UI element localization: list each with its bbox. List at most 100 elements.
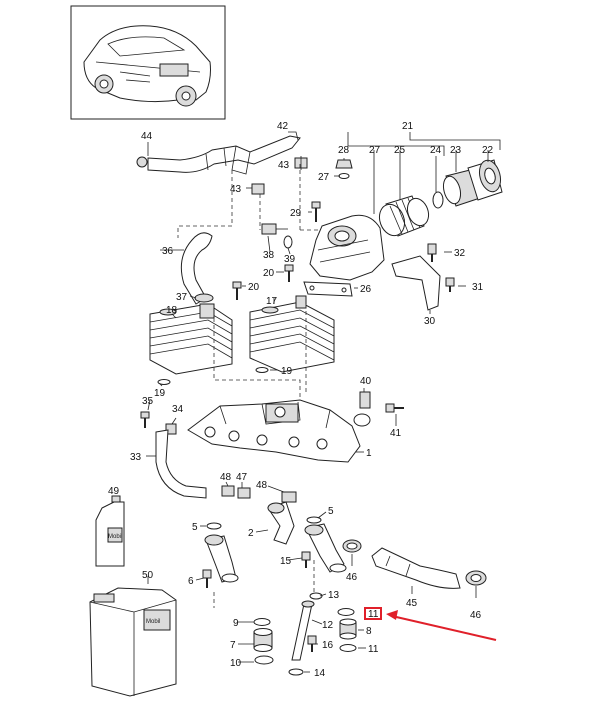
cap-37: [194, 293, 214, 303]
clamp-43-lower: [251, 183, 265, 195]
callout-13: 13: [328, 590, 340, 601]
highlight-arrow-icon: [386, 610, 497, 641]
oil-bottle-49: [95, 495, 125, 567]
callout-30: 30: [424, 316, 436, 327]
callout-41: 41: [390, 428, 402, 439]
callout-19-b: 19: [281, 366, 293, 377]
seal-27-upper: [338, 173, 350, 179]
callout-48-b: 48: [256, 480, 268, 491]
callout-29: 29: [290, 208, 302, 219]
seal-19-b: [255, 367, 269, 373]
callout-32: 32: [454, 248, 466, 259]
seal-14: [288, 668, 304, 676]
callout-1: 1: [366, 448, 372, 459]
callout-5-a: 5: [192, 522, 198, 533]
oil-cooler-18: [149, 303, 233, 375]
seal-24: [432, 191, 444, 209]
seal-11-upper: [337, 608, 355, 616]
highlight-marker: [364, 607, 497, 641]
callout-5-b: 5: [328, 506, 334, 517]
callout-46-b: 46: [470, 610, 482, 621]
bolt-6: [202, 569, 212, 588]
seal-39: [283, 235, 293, 249]
sensor-38: [261, 223, 288, 235]
clamp-34: [165, 423, 177, 435]
seal-10: [254, 655, 274, 665]
callout-27: 27: [369, 145, 381, 156]
hose-36: [180, 232, 213, 305]
bolt-15: [301, 551, 311, 568]
clamp-46-a: [342, 539, 362, 553]
callout-49: 49: [108, 486, 120, 497]
leader-lines: [146, 131, 501, 673]
callout-35: 35: [142, 396, 154, 407]
callout-25: 25: [394, 145, 406, 156]
bolt-20-a: [232, 281, 242, 300]
callout-16: 16: [322, 640, 334, 651]
elbow-right: [304, 523, 347, 573]
hose-45: [371, 547, 461, 589]
callout-36: 36: [162, 246, 174, 257]
clamp-46-b: [465, 570, 487, 586]
callout-11-lower: 11: [368, 644, 379, 655]
fitting-8: [339, 618, 357, 640]
oil-pump-base-1: [187, 399, 361, 463]
hose-33: [155, 429, 207, 499]
bolt-35: [140, 411, 150, 428]
callout-27-upper: 27: [318, 172, 330, 183]
bottle-brand-label: Mobil: [108, 534, 122, 540]
seal-5-a: [206, 522, 222, 530]
callout-45: 45: [406, 598, 418, 609]
clamp-48-a: [221, 485, 235, 497]
seal-9: [253, 618, 271, 626]
callout-24: 24: [430, 145, 442, 156]
callout-22: 22: [482, 145, 494, 156]
callout-6: 6: [188, 576, 194, 587]
callout-43-lower: 43: [230, 184, 242, 195]
seal-19-a: [157, 379, 171, 385]
callout-42: 42: [277, 121, 289, 132]
callout-37: 37: [176, 292, 188, 303]
callout-2: 2: [248, 528, 254, 539]
car-thumbnail-icon: [83, 25, 211, 107]
canister-brand-label: Mobil: [146, 619, 160, 625]
callout-33: 33: [130, 452, 142, 463]
callout-34: 34: [172, 404, 184, 415]
callout-50: 50: [142, 570, 154, 581]
callout-12: 12: [322, 620, 334, 631]
callout-20-a: 20: [248, 282, 260, 293]
oil-canister-50: [89, 587, 177, 697]
callout-39: 39: [284, 254, 296, 265]
callout-44: 44: [141, 131, 153, 142]
callout-21: 21: [402, 121, 414, 132]
fitting-7: [253, 628, 273, 652]
clamp-48-b: [281, 491, 297, 503]
sensor-40: [353, 391, 371, 427]
callout-11-highlighted: 11: [368, 609, 379, 620]
callout-20-b: 20: [263, 268, 275, 279]
seal-13: [309, 592, 323, 600]
pipe-2: [267, 501, 295, 545]
bracket-30: [391, 255, 441, 311]
callout-9: 9: [233, 618, 239, 629]
callout-47: 47: [236, 472, 248, 483]
callout-43-upper: 43: [278, 160, 290, 171]
bolt-29: [311, 201, 321, 222]
filter-element-25: [378, 195, 430, 237]
filter-housing: [309, 214, 385, 281]
oil-cooler-17: [249, 295, 335, 373]
seal-11-lower: [339, 644, 357, 652]
callout-15: 15: [280, 556, 292, 567]
callout-40: 40: [360, 376, 372, 387]
callout-23: 23: [450, 145, 462, 156]
bolt-16: [307, 635, 317, 652]
clamp-47: [237, 487, 251, 499]
callout-28: 28: [338, 145, 350, 156]
callout-46-a: 46: [346, 572, 358, 583]
callout-18: 18: [166, 305, 178, 316]
car-thumbnail: [70, 5, 226, 120]
callout-26: 26: [360, 284, 372, 295]
cap-28: [335, 159, 353, 169]
callout-8: 8: [366, 626, 372, 637]
